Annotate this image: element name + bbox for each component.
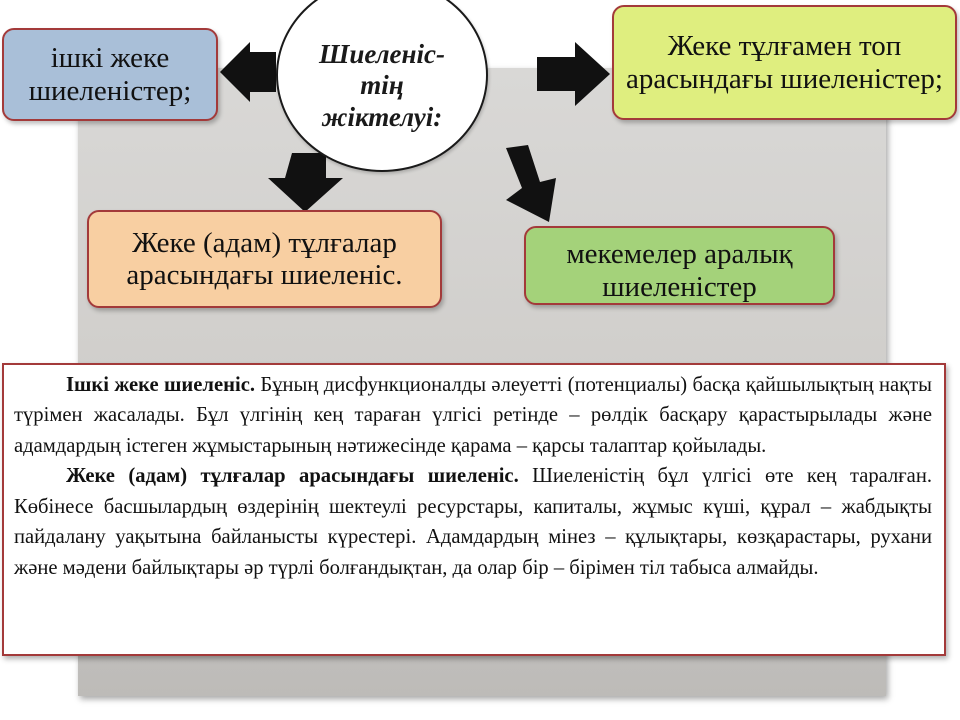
arrow-right bbox=[537, 42, 610, 106]
person-group-conflict-box: Жеке тұлғамен топ арасындағы шиеленістер… bbox=[612, 5, 957, 120]
classification-ellipse: Шиеленіс-тің жіктелуі: bbox=[276, 0, 488, 172]
ellipse-title: Шиеленіс-тің жіктелуі: bbox=[318, 39, 446, 132]
paragraph-interpersonal: Жеке (адам) тұлғалар арасындағы шиеленіс… bbox=[14, 461, 932, 583]
paragraph-internal: Ішкі жеке шиеленіс. Бұның дисфункционалд… bbox=[14, 370, 932, 461]
paragraph-internal-heading: Ішкі жеке шиеленіс. bbox=[66, 374, 255, 396]
internal-conflict-box: ішкі жеке шиеленістер; bbox=[2, 28, 218, 121]
inter-organization-conflict-label: мекемелер аралық шиеленістер bbox=[566, 238, 793, 303]
interpersonal-conflict-label: Жеке (адам) тұлғалар арасындағы шиеленіс… bbox=[126, 226, 403, 291]
arrow-down-left bbox=[268, 153, 343, 212]
arrow-down-right bbox=[506, 145, 556, 222]
arrow-left bbox=[220, 42, 276, 102]
inter-organization-conflict-box: мекемелер аралық шиеленістер bbox=[524, 226, 835, 305]
paragraph-interpersonal-body: Шиеленістің бұл үлгісі өте кең таралған.… bbox=[14, 465, 932, 579]
paragraph-internal-body: Бұның дисфункционалды әлеуетті (потенциа… bbox=[14, 374, 932, 457]
person-group-conflict-label: Жеке тұлғамен топ арасындағы шиеленістер… bbox=[626, 30, 943, 95]
internal-conflict-label: ішкі жеке шиеленістер; bbox=[28, 42, 192, 107]
description-textbox: Ішкі жеке шиеленіс. Бұның дисфункционалд… bbox=[2, 363, 946, 656]
paragraph-interpersonal-heading: Жеке (адам) тұлғалар арасындағы шиеленіс… bbox=[66, 465, 519, 488]
interpersonal-conflict-box: Жеке (адам) тұлғалар арасындағы шиеленіс… bbox=[87, 210, 442, 308]
